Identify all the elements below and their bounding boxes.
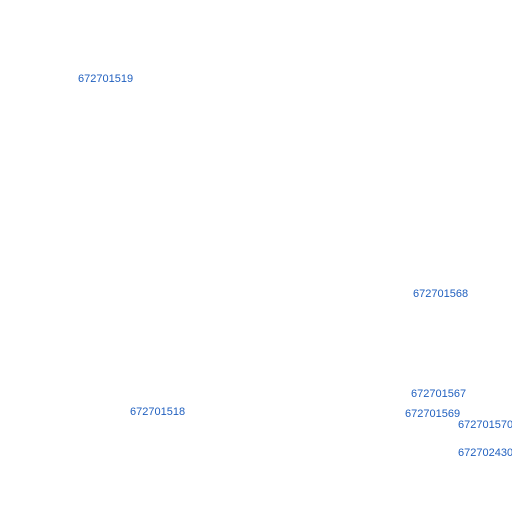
parcel-label[interactable]: 672701567 [411, 388, 467, 400]
parcel-label[interactable]: 672701568 [413, 288, 469, 300]
parcel-label[interactable]: 672701518 [130, 406, 186, 418]
parcel-label[interactable]: 672702430 [458, 447, 512, 459]
parcel-label[interactable]: 672701519 [78, 73, 134, 85]
parcel-label[interactable]: 672701569 [405, 408, 461, 420]
parcel-label[interactable]: 672701570 [458, 419, 512, 431]
